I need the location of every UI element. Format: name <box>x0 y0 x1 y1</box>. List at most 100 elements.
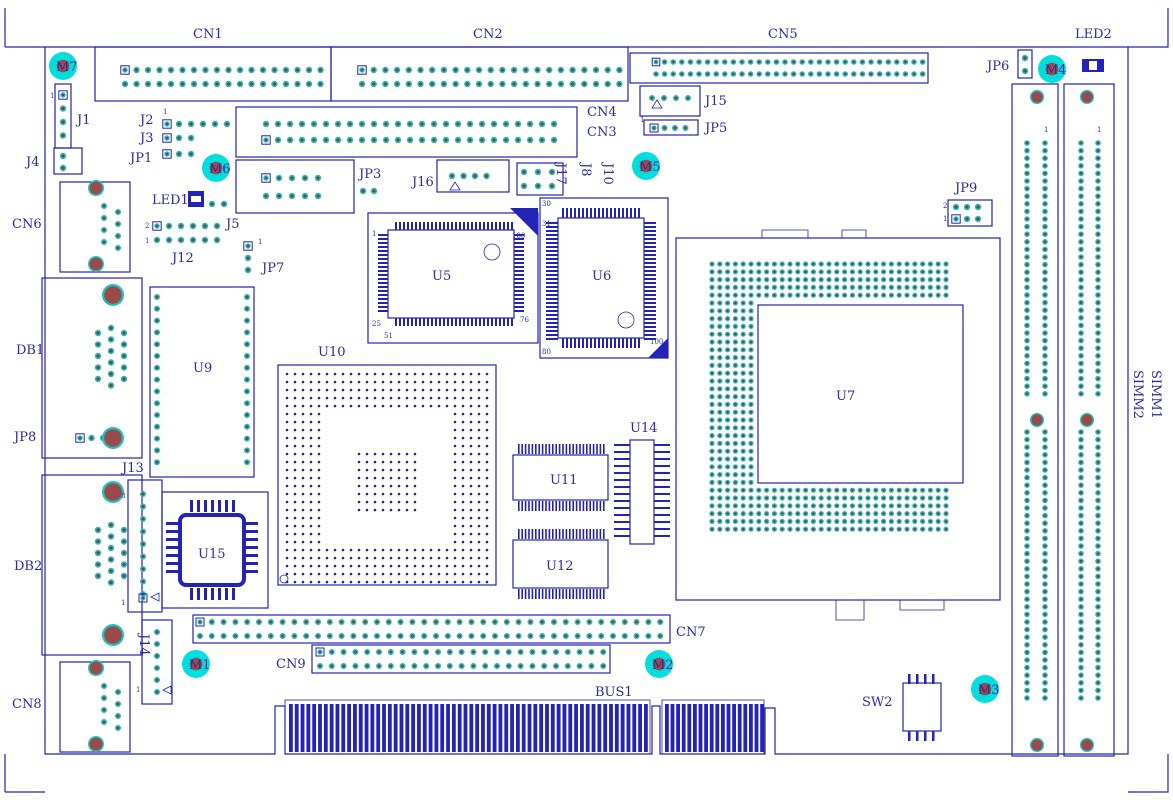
u7-pin-3-24 <box>896 284 902 290</box>
u7-pin-3-11-core <box>796 286 800 289</box>
markers <box>150 59 1104 695</box>
u14-leg-right-7 <box>654 493 670 495</box>
cn2-row-b-pin-2-core <box>372 82 376 86</box>
u7-pin-23-2 <box>725 440 731 446</box>
u10-ball-6-23 <box>469 420 473 424</box>
u7-pin-30-9-core <box>780 496 784 500</box>
cn3-row-b-pin-22 <box>514 136 522 144</box>
cn1-row-b-pin-13-core <box>261 82 265 86</box>
u5-leg-top-12 <box>443 222 445 230</box>
j13-pin-2-core <box>141 505 145 508</box>
simm2-pin-d-31-core <box>1043 666 1047 669</box>
j12-row-b-pin-4 <box>189 236 197 244</box>
u10-ball-15-3 <box>309 492 313 496</box>
j3-pin-2 <box>175 134 183 142</box>
cn3-row-a-pin-9-core <box>360 122 364 126</box>
cn1-row-b-pin-2-core <box>134 82 139 86</box>
cn7-row-a-pin-37-core <box>623 620 627 624</box>
bus1-finger-a-5 <box>318 704 322 752</box>
simm1-pin-a-10 <box>1078 216 1084 222</box>
simm1-pin-d-7-core <box>1096 483 1100 487</box>
u7-pin-2-3-core <box>734 278 737 281</box>
cn9-row-a-pin-10-core <box>424 650 428 654</box>
u10-ball-17-24 <box>477 508 481 512</box>
cn1-row-a-pin-4 <box>156 66 163 74</box>
u5-leg-left-18 <box>378 306 388 308</box>
simm2-pin-c-9-core <box>1025 499 1029 502</box>
u6-leg-bottom-3 <box>574 338 576 348</box>
u10-ball-4-9 <box>357 404 361 408</box>
simm1-pin-a-19-core <box>1079 286 1083 289</box>
simm1-pin-a-7-core <box>1079 194 1083 198</box>
u5-leg-bottom-22 <box>483 318 485 326</box>
u10-ball-25-6 <box>333 572 337 576</box>
u6-leg-bottom-1 <box>566 338 568 348</box>
cn5-row-a-pin-3-core <box>671 60 675 64</box>
cn7-row-b-pin-16 <box>374 633 380 639</box>
u10-ball-24-22 <box>461 564 465 568</box>
cn2-row-b-pin-11 <box>475 80 483 88</box>
u5-leg-bottom-11 <box>439 318 441 326</box>
cn7-row-a-pin-21-core <box>434 620 438 624</box>
u14-leg-right-2 <box>654 458 670 460</box>
u9-col-right-pin-2-core <box>245 307 249 311</box>
u11-leg-top-6 <box>538 444 540 454</box>
u10-ball-25-1 <box>293 572 297 576</box>
cn7-row-a-pin-23 <box>456 619 463 625</box>
cn9-row-a-pin-17 <box>505 649 512 655</box>
cn9-row-b-pin-21 <box>553 663 559 669</box>
u7-pin-31-18 <box>849 503 856 509</box>
simm2-pin-b-1-core <box>1043 149 1047 153</box>
u9-col-left-pin-5 <box>154 341 160 348</box>
u7-pin-17-5 <box>748 394 754 400</box>
u6-leg-left-19 <box>546 298 558 300</box>
u10-ball-11-3 <box>309 460 313 464</box>
simm2-pin-c-27-core <box>1025 635 1029 639</box>
u7-pin-3-18-core <box>851 286 854 289</box>
u7-pin-4-30-core <box>944 293 948 297</box>
u15-leg-bottom-6 <box>232 588 235 600</box>
cn2-row-b-pin-18-core <box>559 82 563 86</box>
cn5-row-a-pin-24 <box>851 59 857 65</box>
u10-ball-17-11 <box>373 508 377 512</box>
u10-ball-21-1 <box>293 540 297 544</box>
cn5-row-b-pin-15-core <box>775 72 778 76</box>
simm1-pin-b-5-core <box>1096 179 1100 183</box>
u10-ball-16-0 <box>285 500 289 504</box>
u7-pin-29-16 <box>834 487 840 493</box>
u9-col-left-pin-8 <box>154 376 160 383</box>
u10-ball-22-19 <box>437 548 441 552</box>
u5-leg-right-19 <box>514 310 524 312</box>
simm1-pin-a-23-core <box>1079 316 1083 320</box>
u7-pin-9-0 <box>709 331 715 337</box>
u7-pin-29-25 <box>904 487 910 493</box>
u15-leg-top-6 <box>232 500 235 512</box>
u5-leg-top-27 <box>503 222 505 230</box>
u12-leg-top-8 <box>545 529 547 539</box>
u6-leg-right-7 <box>644 250 656 252</box>
u11-leg-bottom-5 <box>535 501 537 511</box>
cn7-row-b-pin-3 <box>220 633 227 639</box>
j17-pin-1-core <box>522 170 526 174</box>
u7-pin-27-5-core <box>749 473 753 476</box>
cn7-row-b-pin-28-core <box>517 634 521 638</box>
j4-pin-2 <box>59 164 67 172</box>
cn5-row-a-pin-11 <box>739 59 745 65</box>
cn7-row-a-pin-27-core <box>505 620 509 624</box>
u10-ball-1-25 <box>485 380 489 384</box>
cn7-row-a-pin-18 <box>397 619 404 625</box>
u10-ball-22-2 <box>301 548 305 552</box>
u10-ball-22-4 <box>317 548 321 552</box>
u7-pin-33-9 <box>779 518 785 525</box>
u10-ball-12-25 <box>485 468 489 472</box>
cn5-row-b-pin-5-core <box>689 72 692 76</box>
u10-ball-6-0 <box>285 420 289 424</box>
u7-pin-1-30-core <box>944 270 948 274</box>
cn7-row-b-pin-31 <box>551 633 557 639</box>
u7-pin-2-27 <box>920 277 926 283</box>
u5-leg-left-12 <box>378 282 388 284</box>
simm2-pin-c-4-core <box>1025 461 1029 464</box>
u10-ball-24-23 <box>469 564 473 568</box>
u6-leg-right-6 <box>644 246 656 248</box>
u10-ball-18-24 <box>477 516 481 520</box>
